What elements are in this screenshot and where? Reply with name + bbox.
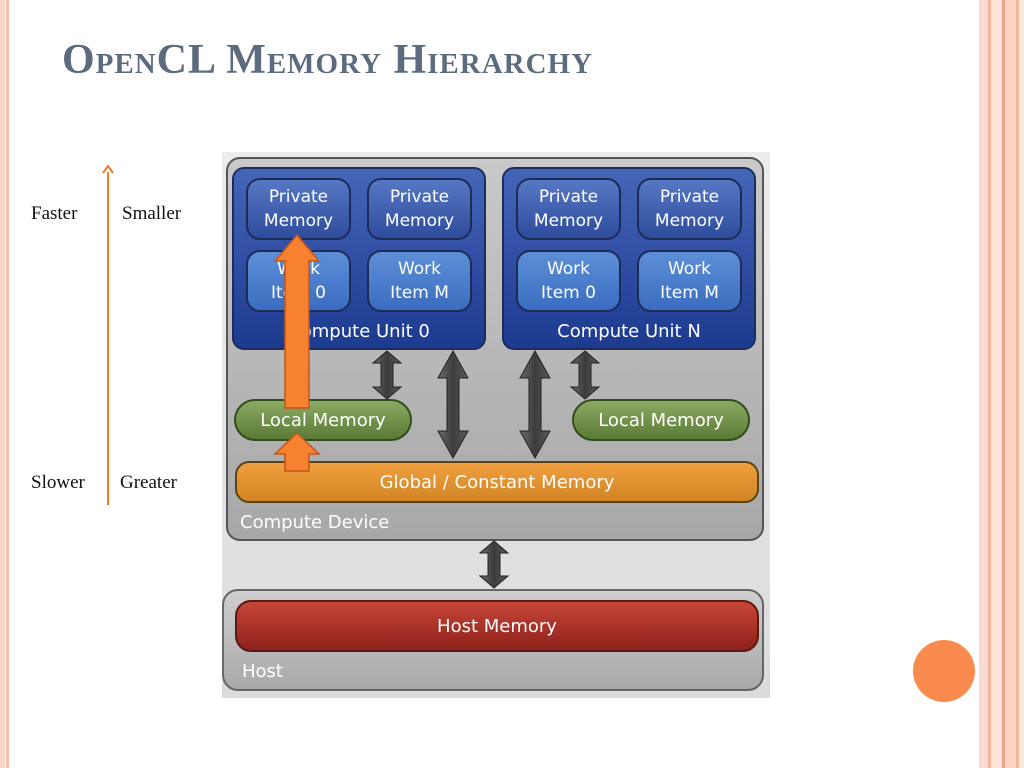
compute-unit-label: Compute Unit N <box>557 321 701 342</box>
highlight-arrow-up-icon <box>273 233 321 409</box>
work-item-line2: Item M <box>660 283 719 303</box>
work-item-line1: Work <box>667 259 712 279</box>
work-item-line1: Work <box>397 259 442 279</box>
bidirectional-arrow-icon <box>371 350 403 400</box>
private-memory-line2: Memory <box>654 211 725 231</box>
left-decorative-stripe <box>0 0 9 768</box>
host-label: Host <box>242 661 283 682</box>
global-constant-memory: Global / Constant Memory <box>235 461 759 503</box>
private-memory-line1: Private <box>268 187 329 207</box>
local-memory-0: Local Memory <box>234 399 412 441</box>
scale-arrow-up-icon <box>102 165 114 174</box>
compute-device-label: Compute Device <box>240 512 390 533</box>
arrows-overlay <box>273 233 601 589</box>
local-memory-n: Local Memory <box>572 399 750 441</box>
private-memory-line2: Memory <box>533 211 604 231</box>
work-item-line1: Work <box>546 259 591 279</box>
private-memory-line1: Private <box>659 187 720 207</box>
faster-label: Faster <box>31 203 78 224</box>
scale-line <box>107 172 109 505</box>
compute-unit-label: Compute Unit 0 <box>288 321 430 342</box>
slide-title: OpenCL Memory Hierarchy <box>62 37 594 83</box>
smaller-label: Smaller <box>122 203 182 224</box>
work-item-line2: Item M <box>390 283 449 303</box>
bidirectional-arrow-icon <box>478 540 510 589</box>
bidirectional-arrow-icon <box>519 349 551 460</box>
slower-label: Slower <box>31 472 85 493</box>
decorative-orange-circle <box>913 640 975 702</box>
private-memory-line1: Private <box>538 187 599 207</box>
bidirectional-arrow-icon <box>437 349 469 460</box>
right-decorative-stripes <box>976 0 1024 768</box>
private-memory-line2: Memory <box>263 211 334 231</box>
small-highlight-arrow-up-icon <box>273 431 321 472</box>
bidirectional-arrow-icon <box>569 350 601 400</box>
host-memory: Host Memory <box>235 600 759 652</box>
greater-label: Greater <box>120 472 177 493</box>
work-item-line2: Item 0 <box>541 283 596 303</box>
private-memory-line2: Memory <box>384 211 455 231</box>
private-memory-line1: Private <box>389 187 450 207</box>
